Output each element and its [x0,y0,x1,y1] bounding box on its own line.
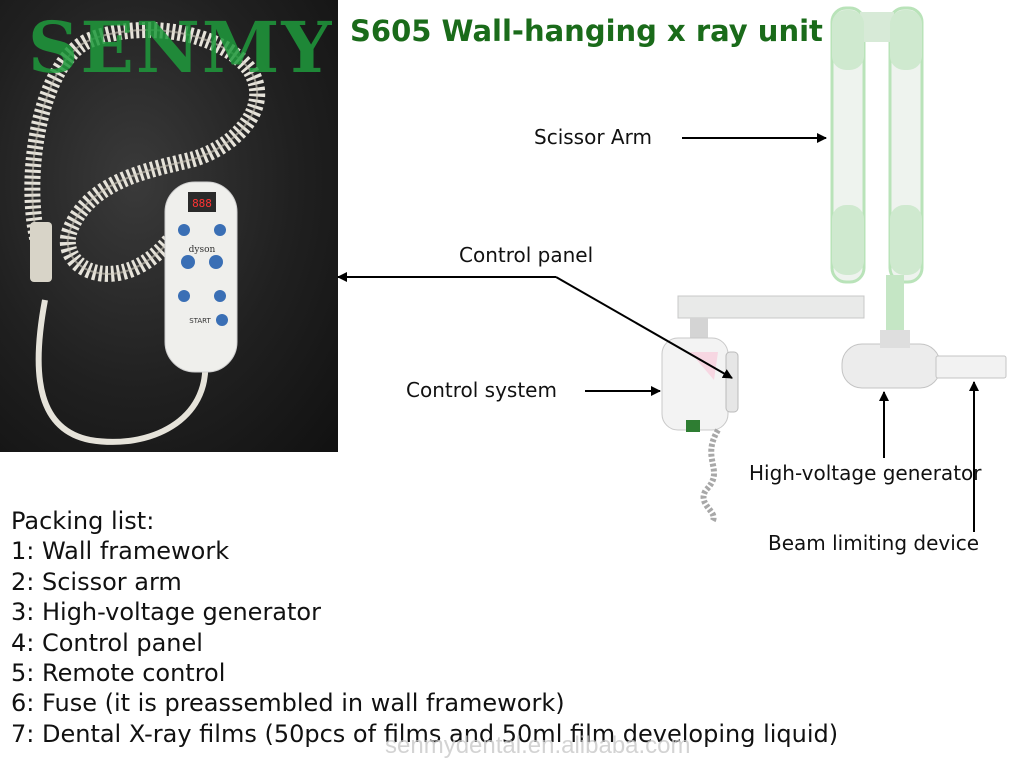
remote-display-digits: 888 [192,197,212,210]
remote-display [188,192,216,212]
remote-button-child [214,224,226,236]
packing-list-heading: Packing list: [11,507,155,535]
label-high-voltage-generator: High-voltage generator [749,461,982,485]
label-control-panel: Control panel [459,243,594,267]
remote-button-start [216,314,228,326]
label-beam-limiting-device: Beam limiting device [768,531,980,555]
wall-arm-illustration [677,295,865,319]
remote-control-illustration: 888 dyson START [24,22,266,445]
brand-logo: SENMY [28,6,334,89]
label-control-system: Control system [406,378,557,402]
straight-cable [35,299,209,445]
watermark: senmydental.en.alibaba.com [385,732,691,759]
remote-button-up [181,255,195,269]
page-title: S605 Wall-hanging x ray unit [350,14,823,48]
packing-list-item: 6: Fuse (it is preassembled in wall fram… [11,689,565,718]
remote-button-down [209,255,223,269]
packing-list-item: 1: Wall framework [11,537,230,566]
packing-list-item: 5: Remote control [11,659,226,688]
remote-start-label: START [189,317,211,325]
cable-connector [30,222,52,282]
packing-list: Packing list: 1: Wall framework 2: Sciss… [11,506,838,749]
packing-list-item: 2: Scissor arm [11,567,182,596]
remote-control-photo: 888 dyson START [0,0,338,452]
control-system-illustration [661,337,739,524]
scissor-arm-illustration [830,6,924,335]
remote-button-set [178,290,190,302]
packing-list-item: 4: Control panel [11,628,203,657]
packing-list-item: 7: Dental X-ray films (50pcs of films an… [11,719,839,748]
label-scissor-arm: Scissor Arm [534,125,652,149]
remote-button-adult [178,224,190,236]
tube-head-illustration [841,330,1007,389]
control-panel-arrow-device [555,276,733,379]
remote-brand-label: dyson [189,245,216,255]
remote-button-time [214,290,226,302]
packing-list-item: 3: High-voltage generator [11,598,321,627]
